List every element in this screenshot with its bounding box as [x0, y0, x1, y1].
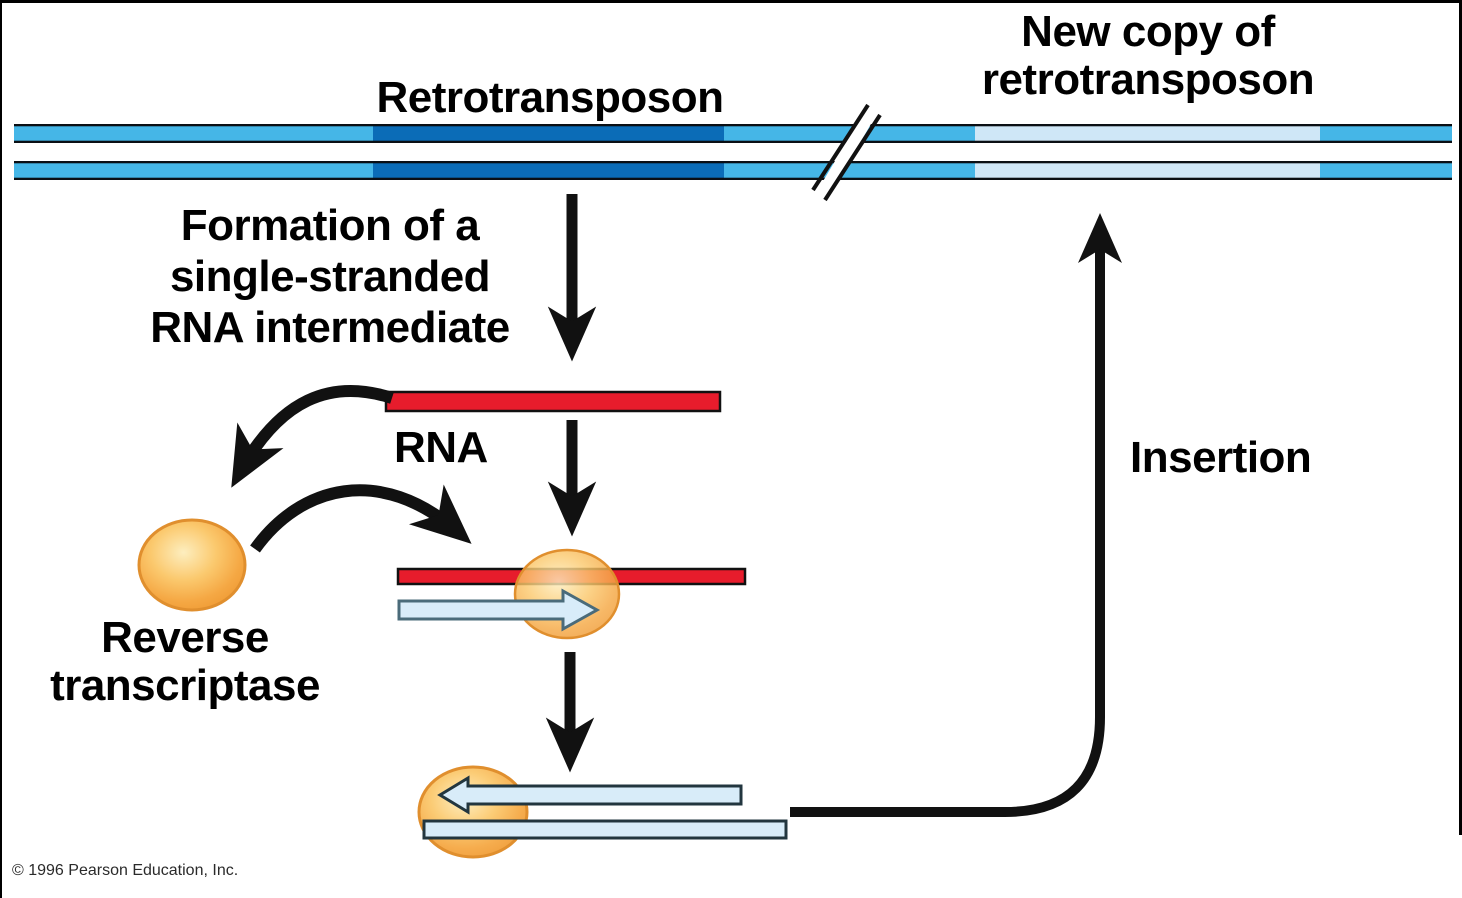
strand-edge-line	[14, 124, 1452, 127]
reverse-transcriptase-enzyme	[137, 518, 247, 612]
insertion-arrow	[790, 213, 1122, 817]
new-copy-line1: New copy of	[1021, 7, 1275, 56]
rna-intermediate-bar	[384, 390, 722, 413]
curved-arrow-to-hybrid	[250, 484, 472, 553]
reverse-line2: transcriptase	[50, 661, 320, 710]
copyright-note: © 1996 Pearson Education, Inc.	[12, 862, 239, 879]
genomic-dna-right-bottom	[1320, 161, 1452, 180]
chromosome-dna-strands	[14, 124, 1452, 180]
new-copy-of-retrotransposon-bottom	[975, 161, 1320, 180]
formation-line1: Formation of a	[180, 201, 480, 250]
insertion-label: Insertion	[1130, 433, 1312, 482]
dna-break-symbol	[811, 102, 882, 202]
frame-border-right	[1459, 0, 1462, 835]
new-copy-line2: retrotransposon	[981, 55, 1315, 104]
genomic-dna-mid-bottom	[724, 161, 975, 180]
formation-line2: single-stranded	[169, 252, 491, 301]
strand-edge-line	[14, 161, 1452, 164]
rna-dna-hybrid	[396, 548, 747, 640]
frame-border-left	[0, 0, 2, 898]
formation-line3: RNA intermediate	[150, 303, 510, 352]
chromosome-strand-borders	[14, 124, 1452, 180]
duplex-bottom-strand	[422, 819, 788, 840]
cdna-duplex	[417, 765, 788, 859]
genomic-dna-left-bottom	[14, 161, 373, 180]
duplex-enzyme	[417, 765, 529, 859]
genomic-dna-right-top	[1320, 124, 1452, 143]
new-copy-of-retrotransposon-top	[975, 124, 1320, 143]
rna-label: RNA	[394, 423, 488, 472]
retrotransposon-bottom	[373, 161, 724, 180]
strand-edge-line	[14, 140, 1452, 143]
hybrid-new-dna-strand-arrow	[397, 588, 601, 632]
retrotransposon-top	[373, 124, 724, 143]
duplex-top-strand-arrow	[437, 775, 743, 815]
retrotransposon-label: Retrotransposon	[376, 73, 724, 122]
curved-arrow-to-enzyme	[231, 385, 394, 488]
frame-border-top	[0, 0, 1462, 3]
strand-edge-line	[14, 177, 1452, 180]
reverse-line1: Reverse	[101, 613, 269, 662]
genomic-dna-left-top	[14, 124, 373, 143]
